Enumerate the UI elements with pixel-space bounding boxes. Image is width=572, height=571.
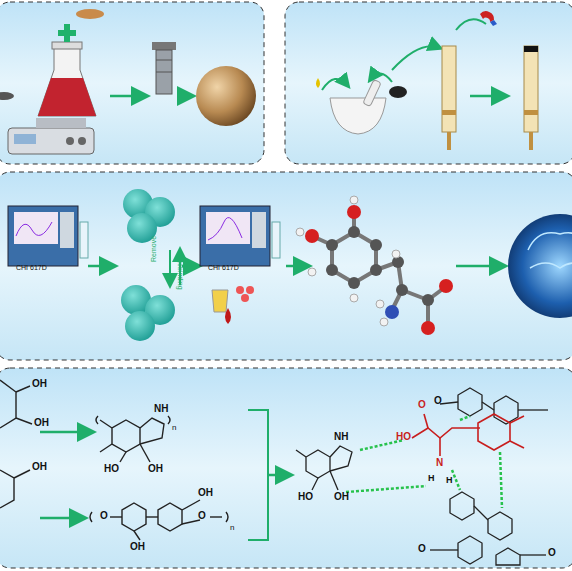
chemical-label: O bbox=[418, 400, 426, 410]
chemical-label: OH bbox=[130, 542, 145, 552]
chemical-label: OH bbox=[34, 418, 49, 428]
chemical-label: OH bbox=[148, 464, 163, 474]
process-label: Rebinding bbox=[177, 258, 184, 290]
chemical-label: HO bbox=[396, 432, 411, 442]
chemical-label: H bbox=[446, 476, 453, 485]
chemical-label: O bbox=[198, 511, 206, 521]
chemical-label: O bbox=[418, 544, 426, 554]
process-label: Remove bbox=[150, 236, 157, 262]
chemical-label: O bbox=[548, 548, 556, 558]
chemical-label: n bbox=[230, 524, 234, 532]
chemical-label: n bbox=[172, 424, 176, 432]
chemical-label: OH bbox=[334, 492, 349, 502]
chemical-label: CHI 617D bbox=[16, 264, 47, 271]
chemical-label: OH bbox=[32, 462, 47, 472]
chemical-label: NH bbox=[154, 404, 168, 414]
chemical-label: CHI 617D bbox=[208, 264, 239, 271]
chemical-label: O bbox=[100, 511, 108, 521]
chemical-label: HO bbox=[298, 492, 313, 502]
chemical-label: OH bbox=[32, 379, 47, 389]
chemical-label: OH bbox=[198, 488, 213, 498]
chemical-label: N bbox=[436, 458, 443, 468]
chemical-label: NH bbox=[334, 432, 348, 442]
chemical-label: HO bbox=[104, 464, 119, 474]
chemical-label: O bbox=[434, 396, 442, 406]
chemical-label: H bbox=[428, 474, 435, 483]
